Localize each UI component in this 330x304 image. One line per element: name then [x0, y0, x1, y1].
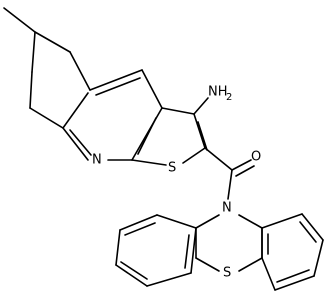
- amine-label: NH: [208, 85, 228, 100]
- pyridine-nitrogen-label: N: [92, 153, 102, 168]
- phenothiazine-sulfur-label: S: [223, 266, 231, 281]
- carbonyl-oxygen-label: O: [251, 150, 261, 165]
- right-benzene-ring: [261, 213, 324, 291]
- pyridine-ring: [62, 69, 163, 161]
- left-benzene-ring: [115, 214, 197, 287]
- phenothiazine: [195, 214, 263, 272]
- amine-subscript: 2: [226, 92, 232, 103]
- substituents: [193, 97, 255, 200]
- phenothiazine-nitrogen-label: N: [222, 201, 232, 216]
- thiophene-sulfur-label: S: [168, 161, 176, 176]
- thiophene-ring: [131, 107, 208, 166]
- cyclohexene-ring: [3, 7, 91, 129]
